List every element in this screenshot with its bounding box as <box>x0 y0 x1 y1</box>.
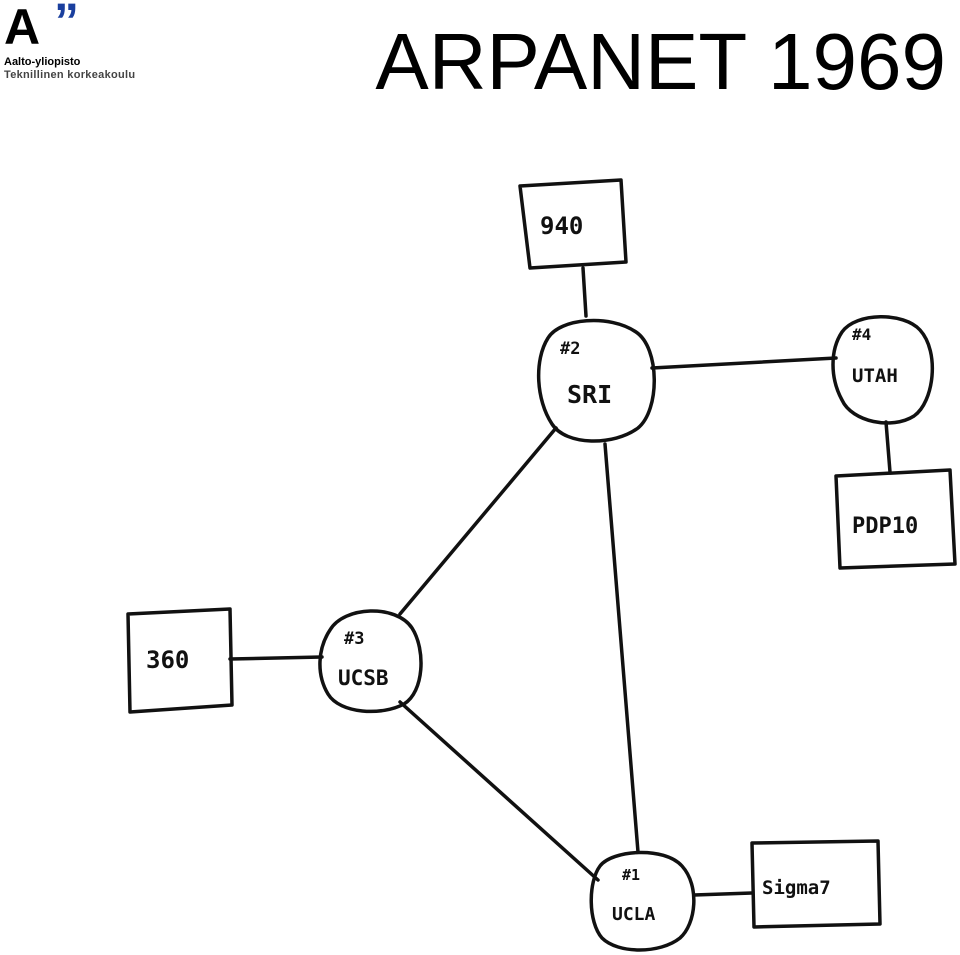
aalto-logo: A ” Aalto-yliopisto Teknillinen korkeako… <box>4 0 154 82</box>
host-940-label: 940 <box>540 212 583 240</box>
link-sri-ucla <box>603 442 640 854</box>
logo-school-name: Teknillinen korkeakoulu <box>4 69 136 81</box>
link-940-sri <box>581 266 588 318</box>
utah-number: #4 <box>852 325 871 344</box>
link-sri-ucsb <box>398 426 558 616</box>
logo-mark: A <box>4 0 41 55</box>
ucsb-number: #3 <box>344 629 364 649</box>
imp-node-sri <box>537 318 656 443</box>
link-ucla-sigma7 <box>692 891 754 897</box>
host-sigma7-label: Sigma7 <box>762 877 831 899</box>
link-ucsb-ucla <box>398 700 600 882</box>
ucsb-name: UCSB <box>338 666 389 690</box>
host-box-sigma7 <box>750 839 882 929</box>
link-sri-utah <box>650 356 838 370</box>
host-box-360 <box>126 607 234 714</box>
logo-quote-mark: ” <box>54 0 79 49</box>
page-title: ARPANET 1969 <box>375 17 946 106</box>
host-box-940 <box>518 178 628 270</box>
utah-name: UTAH <box>852 365 898 387</box>
ucla-name: UCLA <box>612 904 656 925</box>
sri-name: SRI <box>567 380 612 409</box>
link-360-ucsb <box>228 655 324 661</box>
host-pdp10-label: PDP10 <box>852 514 918 539</box>
link-utah-pdp10 <box>884 420 892 474</box>
imp-node-ucla <box>589 850 696 952</box>
logo-university-name: Aalto-yliopisto <box>4 56 81 68</box>
host-360-label: 360 <box>146 646 189 674</box>
imp-node-utah <box>831 315 935 425</box>
sri-number: #2 <box>560 339 580 359</box>
host-box-pdp10 <box>834 468 957 570</box>
imp-node-ucsb <box>318 609 423 714</box>
ucla-number: #1 <box>622 866 640 884</box>
